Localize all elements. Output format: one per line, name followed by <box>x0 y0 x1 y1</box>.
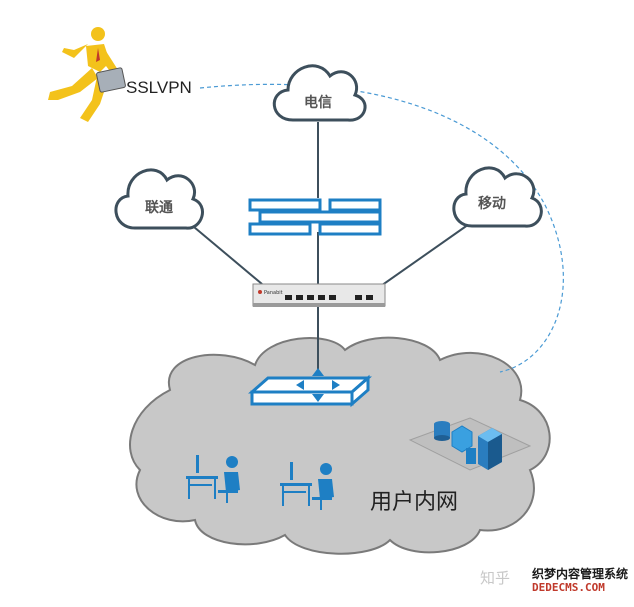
cloud-telecom-label: 电信 <box>304 95 332 111</box>
remote-user-icon <box>48 27 126 122</box>
zhihu-watermark: 知乎 <box>480 569 511 587</box>
link-unicom <box>187 221 263 285</box>
cloud-telecom <box>272 64 367 122</box>
cloud-mobile <box>452 166 543 228</box>
cms-watermark-url: DEDECMS.COM <box>532 581 605 594</box>
link-mobile <box>377 221 473 289</box>
workstation-icon-1 <box>186 455 240 503</box>
panabit-brand-text: Panabit <box>264 290 283 296</box>
switch-icon <box>248 368 372 408</box>
workstation-icon-2 <box>280 462 334 510</box>
cloud-unicom-label: 联通 <box>145 200 173 216</box>
panabit-device: Panabit <box>252 283 386 307</box>
cloud-unicom <box>114 168 204 230</box>
firewall-icon <box>248 198 382 236</box>
server-group-icon <box>408 417 532 471</box>
sslvpn-label: SSLVPN <box>126 78 192 97</box>
lan-label: 用户内网 <box>370 490 459 515</box>
cms-watermark-title: 织梦内容管理系统 <box>532 567 629 581</box>
lan-cloud <box>129 336 551 555</box>
cloud-mobile-label: 移动 <box>478 196 506 212</box>
